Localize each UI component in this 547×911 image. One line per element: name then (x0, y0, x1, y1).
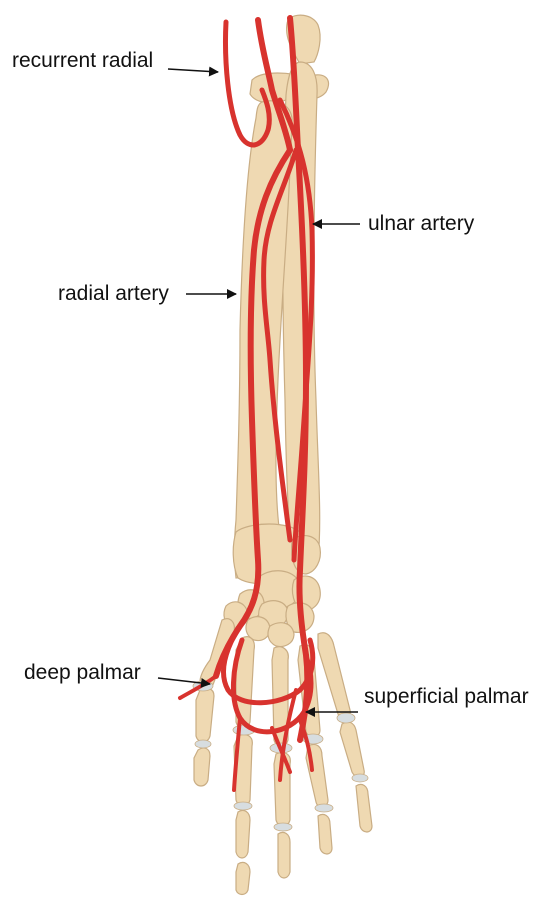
index-phalanx (236, 862, 250, 894)
little-phalanx (340, 722, 364, 777)
recurrent-radial-pointer (168, 69, 218, 72)
label-radial-artery: radial artery (58, 283, 169, 304)
label-superficial-palmar: superficial palmar (364, 686, 529, 707)
joint-cap (195, 740, 211, 748)
thumb-phalanx (196, 688, 214, 742)
thumb-phalanx (194, 748, 210, 786)
joint-cap (337, 713, 355, 723)
index-phalanx (236, 810, 250, 858)
middle-phalanx (278, 832, 290, 878)
label-ulnar-artery: ulnar artery (368, 213, 474, 234)
little-phalanx (356, 784, 372, 832)
carpal-bone (268, 623, 294, 647)
joint-cap (315, 804, 333, 812)
joint-cap (234, 802, 252, 810)
joint-cap (352, 774, 368, 782)
ring-phalanx (318, 814, 332, 854)
label-recurrent-radial: recurrent radial (12, 50, 153, 71)
little-metacarpal (318, 633, 350, 719)
label-deep-palmar: deep palmar (24, 662, 141, 683)
joint-cap (274, 823, 292, 831)
